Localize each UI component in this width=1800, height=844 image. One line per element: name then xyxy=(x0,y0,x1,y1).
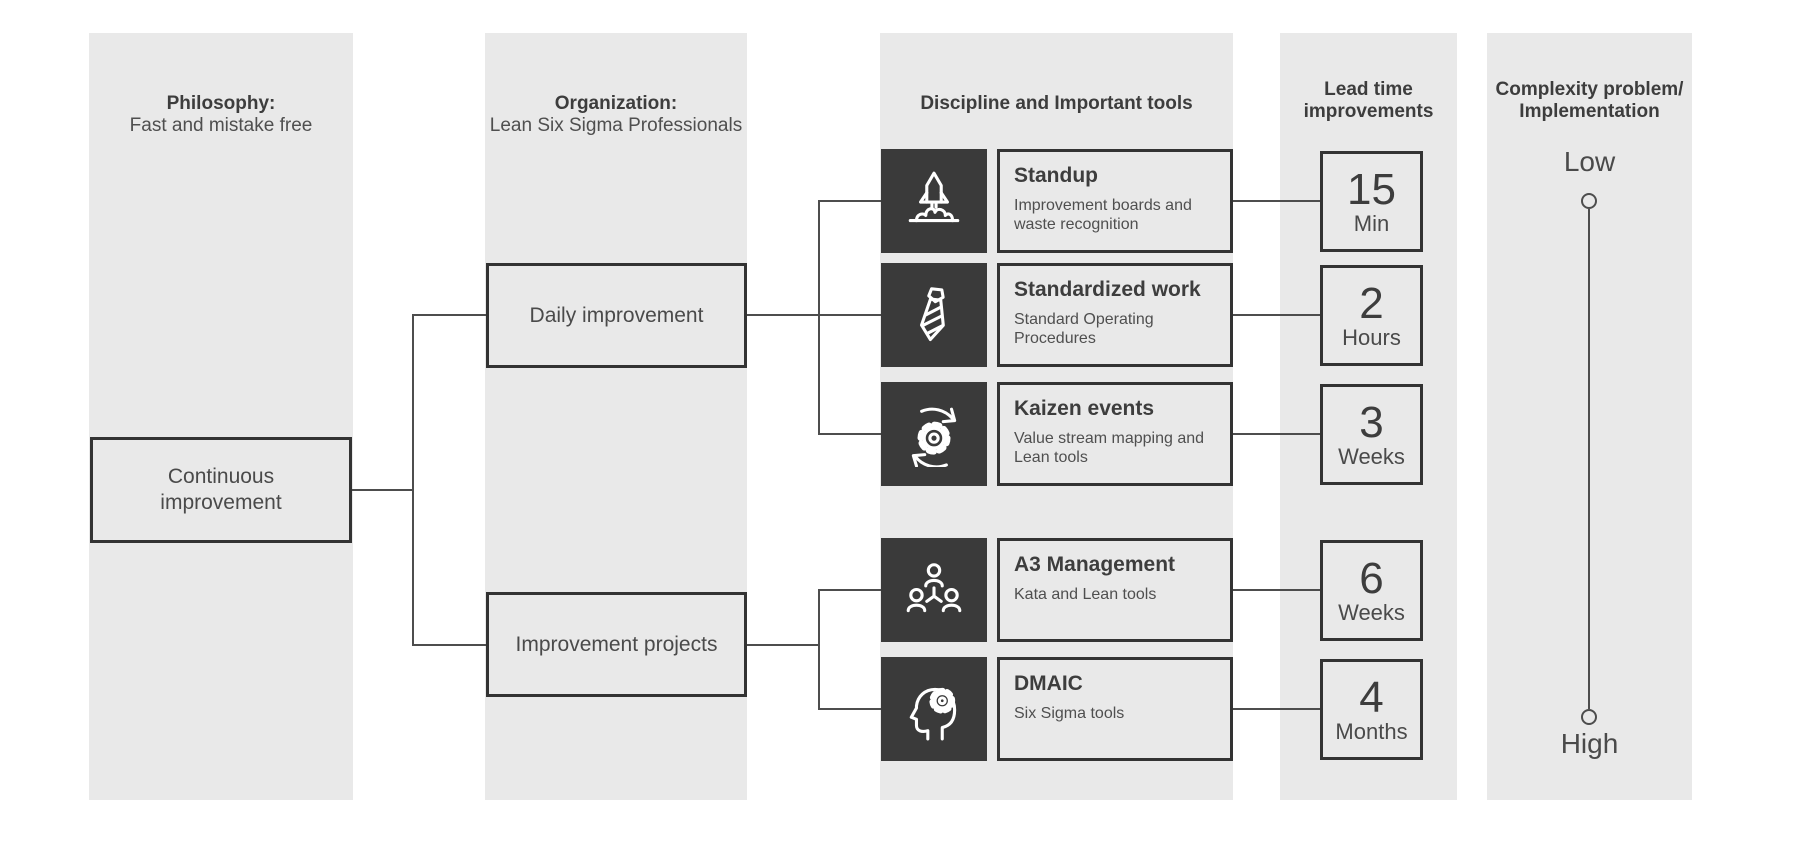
column-organization-header: Organization: Lean Six Sigma Professiona… xyxy=(485,93,747,137)
connector-line xyxy=(412,314,414,646)
column-lead-time-header: Lead time improvements xyxy=(1280,79,1457,123)
team-icon xyxy=(906,563,962,613)
lead-time-standup: 15 Min xyxy=(1320,151,1423,252)
connector-line xyxy=(1233,708,1320,710)
complexity-low-label: Low xyxy=(1563,146,1616,177)
tool-title: A3 Management xyxy=(1014,553,1176,576)
lead-time-value: 15 xyxy=(1347,164,1396,214)
daily-improvement-node: Daily improvement xyxy=(486,263,747,368)
connector-line xyxy=(818,200,881,202)
connector-line xyxy=(818,433,881,435)
lead-time-value: 2 xyxy=(1359,278,1384,328)
tie-icon xyxy=(919,287,946,342)
lead-time-unit: Weeks xyxy=(1338,599,1405,625)
lead-time-value: 4 xyxy=(1359,672,1384,722)
lead-time-unit: Min xyxy=(1353,210,1390,236)
standardized-work-icon-tile xyxy=(881,263,987,367)
column-tools-header: Discipline and Important tools xyxy=(880,93,1233,115)
improvement-projects-node: Improvement projects xyxy=(486,592,747,697)
tool-description: Kata and Lean tools xyxy=(1014,586,1157,603)
connector-line xyxy=(352,489,413,491)
kaizen-icon-tile xyxy=(881,382,987,486)
complexity-scale-line xyxy=(1588,209,1590,709)
lead-time-unit: Months xyxy=(1335,718,1408,744)
connector-line xyxy=(412,314,486,316)
connector-line xyxy=(747,644,819,646)
column-complexity-header: Complexity problem/ Implementation xyxy=(1487,79,1692,123)
column-title: Discipline and Important tools xyxy=(920,93,1193,114)
rocket-icon xyxy=(908,171,960,223)
head-gear-icon xyxy=(909,687,957,741)
tool-card-kaizen-events: Kaizen events Value stream mapping and L… xyxy=(997,382,1233,486)
node-label: Continuous improvement xyxy=(160,465,282,514)
connector-line xyxy=(1233,433,1320,435)
node-label: Daily improvement xyxy=(529,303,704,327)
lead-time-value: 6 xyxy=(1359,553,1384,603)
tool-card-standup: Standup Improvement boards and waste rec… xyxy=(997,149,1233,253)
dmaic-icon-tile xyxy=(881,657,987,761)
lead-time-kaizen-events: 3 Weeks xyxy=(1320,384,1423,485)
scale-endpoint-top xyxy=(1581,193,1597,209)
lead-time-unit: Hours xyxy=(1342,324,1401,350)
standup-icon-tile xyxy=(881,149,987,253)
connector-line xyxy=(1233,200,1320,202)
connector-line xyxy=(818,708,881,710)
tool-title: Standardized work xyxy=(1014,278,1201,301)
connector-line xyxy=(818,589,820,710)
tool-description: Six Sigma tools xyxy=(1014,705,1125,722)
column-title: Lead time xyxy=(1324,79,1413,100)
complexity-high-label: High xyxy=(1560,728,1619,759)
connector-line xyxy=(1233,589,1320,591)
connector-line xyxy=(818,200,820,435)
column-philosophy-header: Philosophy: Fast and mistake free xyxy=(89,93,353,137)
connector-line xyxy=(818,589,881,591)
node-label: Improvement projects xyxy=(515,632,718,656)
column-subtitle: Fast and mistake free xyxy=(129,115,313,136)
lead-time-standardized-work: 2 Hours xyxy=(1320,265,1423,366)
column-title: Complexity problem/ xyxy=(1495,79,1684,100)
connector-line xyxy=(412,644,486,646)
scale-endpoint-bottom xyxy=(1581,709,1597,725)
column-title-line2: Implementation xyxy=(1519,101,1660,122)
gear-sync-icon xyxy=(911,407,957,467)
tool-card-standardized-work: Standardized work Standard Operating Pro… xyxy=(997,263,1233,367)
column-philosophy: Philosophy: Fast and mistake free xyxy=(89,33,353,800)
column-title: Organization: xyxy=(554,93,678,114)
column-title-line2: improvements xyxy=(1303,101,1434,122)
lead-time-dmaic: 4 Months xyxy=(1320,659,1423,760)
connector-line xyxy=(747,314,881,316)
lead-time-a3-management: 6 Weeks xyxy=(1320,540,1423,641)
tool-title: Kaizen events xyxy=(1014,397,1155,420)
tool-description: Standard Operating Procedures xyxy=(1014,311,1154,347)
tool-description: Improvement boards and waste recognition xyxy=(1014,197,1192,233)
tool-card-a3-management: A3 Management Kata and Lean tools xyxy=(997,538,1233,642)
tool-card-dmaic: DMAIC Six Sigma tools xyxy=(997,657,1233,761)
tool-description: Value stream mapping and Lean tools xyxy=(1014,430,1205,466)
connector-line xyxy=(1233,314,1320,316)
tool-title: DMAIC xyxy=(1014,672,1083,695)
lead-time-value: 3 xyxy=(1359,397,1384,447)
column-title: Philosophy: xyxy=(166,93,276,114)
a3-icon-tile xyxy=(881,538,987,642)
column-subtitle: Lean Six Sigma Professionals xyxy=(489,115,743,136)
tool-title: Standup xyxy=(1014,164,1098,187)
lead-time-unit: Weeks xyxy=(1338,443,1405,469)
continuous-improvement-node: Continuous improvement xyxy=(90,437,352,543)
